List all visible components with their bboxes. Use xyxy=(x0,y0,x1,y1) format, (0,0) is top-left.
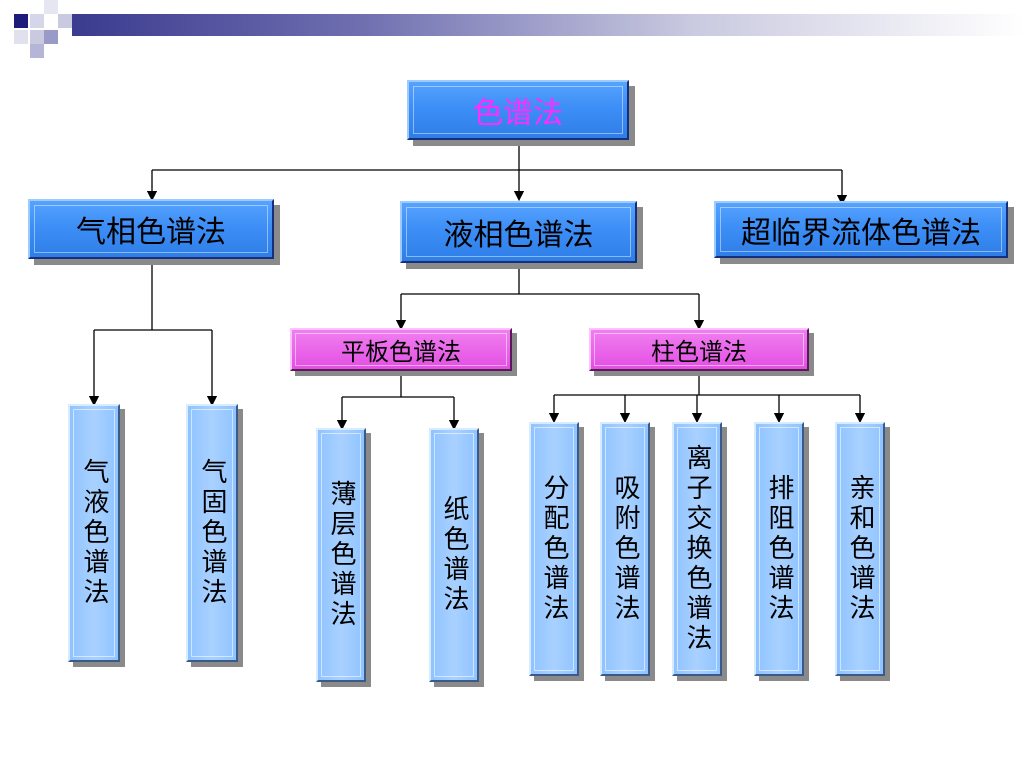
node-planar-chromatography: 平板色谱法 xyxy=(290,328,512,371)
leaf-adsorption: 吸附色谱法 xyxy=(600,422,650,676)
leaf-exclusion-label: 排阻色谱法 xyxy=(764,474,794,624)
header-square-mid xyxy=(44,30,58,44)
node-column-label: 柱色谱法 xyxy=(651,338,747,366)
leaf-adsorption-label: 吸附色谱法 xyxy=(610,474,640,624)
leaf-partition: 分配色谱法 xyxy=(529,422,579,676)
node-supercritical-label: 超临界流体色谱法 xyxy=(741,215,981,251)
leaf-gas-liquid-label: 气液色谱法 xyxy=(79,458,109,608)
node-liquid-chromatography: 液相色谱法 xyxy=(400,201,637,263)
leaf-gas-liquid: 气液色谱法 xyxy=(68,404,120,662)
leaf-partition-label: 分配色谱法 xyxy=(539,474,569,624)
leaf-ion-exchange-label: 离子交换色谱法 xyxy=(682,444,712,654)
header-square-light xyxy=(14,30,28,44)
leaf-paper-label: 纸色谱法 xyxy=(439,495,469,615)
node-planar-label: 平板色谱法 xyxy=(341,338,461,366)
node-root-label: 色谱法 xyxy=(473,96,563,131)
leaf-paper: 纸色谱法 xyxy=(429,428,479,682)
header-gradient-bar xyxy=(72,14,1024,36)
leaf-thin-layer: 薄层色谱法 xyxy=(316,428,366,682)
node-gas-chromatography: 气相色谱法 xyxy=(28,199,274,259)
leaf-ion-exchange: 离子交换色谱法 xyxy=(672,422,722,676)
node-column-chromatography: 柱色谱法 xyxy=(589,328,809,371)
header-square-light xyxy=(30,14,44,28)
leaf-affinity: 亲和色谱法 xyxy=(835,422,885,676)
header-square-mid xyxy=(30,44,44,58)
header-square-dark xyxy=(14,14,28,28)
leaf-affinity-label: 亲和色谱法 xyxy=(845,474,875,624)
leaf-thin-layer-label: 薄层色谱法 xyxy=(326,480,356,630)
leaf-exclusion: 排阻色谱法 xyxy=(754,422,804,676)
node-gas-label: 气相色谱法 xyxy=(76,215,226,250)
node-supercritical-chromatography: 超临界流体色谱法 xyxy=(714,201,1008,258)
node-liquid-label: 液相色谱法 xyxy=(443,218,594,253)
header-square-light xyxy=(58,14,72,28)
node-root: 色谱法 xyxy=(407,80,629,140)
header-square-light xyxy=(44,0,58,14)
leaf-gas-solid-label: 气固色谱法 xyxy=(197,458,227,608)
header-square-light xyxy=(30,30,44,44)
leaf-gas-solid: 气固色谱法 xyxy=(186,404,238,662)
